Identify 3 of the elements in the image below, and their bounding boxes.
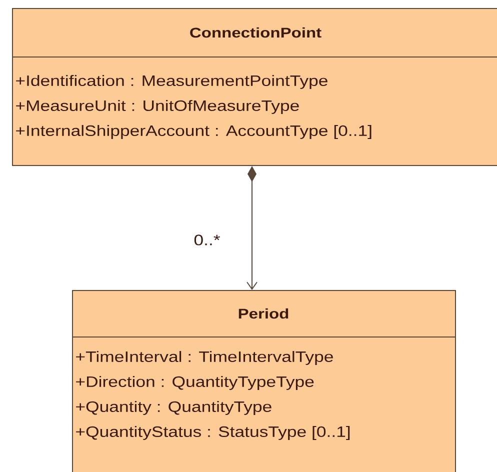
class-box: Period +TimeInterval : TimeIntervalType +Direction : QuantityTypeType +Quantity : QuantityType +QuantityStatus : StatusType [0..1] <box>72 290 456 472</box>
multiplicity-label: 0..* <box>194 234 220 246</box>
class-box: ConnectionPoint +Identification : MeasurementPointType +MeasureUnit : UnitOfMeasureType +InternalShipperAccount : AccountType [0..1] <box>12 8 497 166</box>
